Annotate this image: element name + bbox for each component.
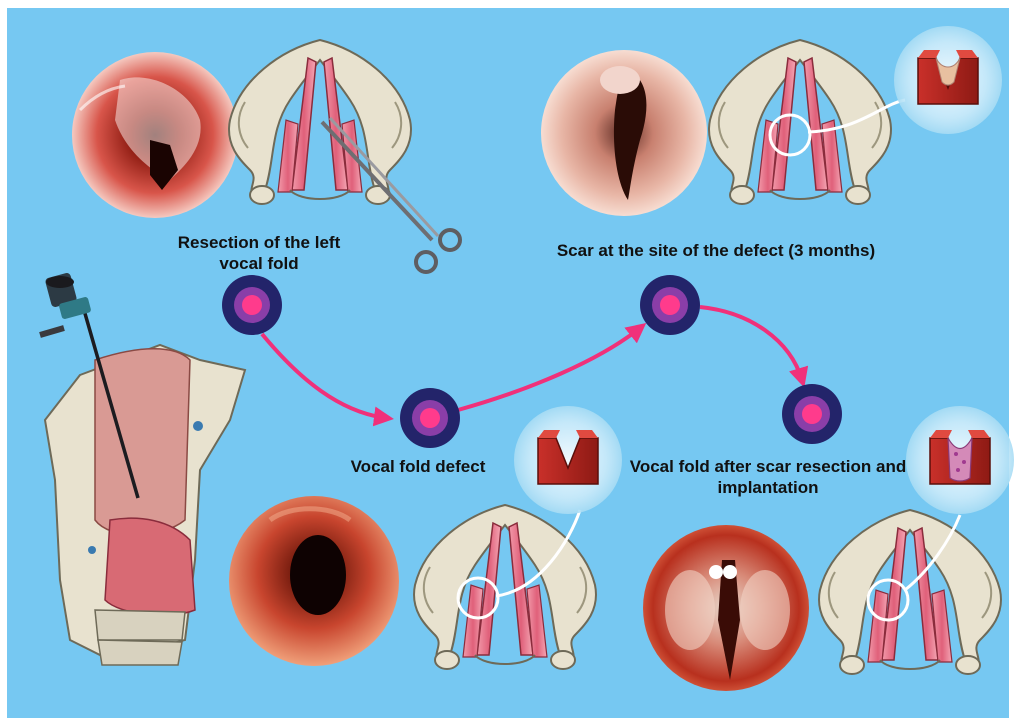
arrow-scar-to-implant [700, 307, 802, 380]
step-node-scar [640, 275, 700, 335]
step-label-scar: Scar at the site of the defect (3 months… [528, 240, 904, 261]
vocal-fold-anatomy-scar [709, 40, 891, 204]
zoom-bubble-scar [894, 26, 1002, 134]
endoscopy-image-resection [72, 52, 238, 218]
step-node-implant [782, 384, 842, 444]
arrow-resection-to-defect [262, 334, 386, 418]
larynx-anatomy-icon [45, 345, 245, 665]
zoom-bubble-defect [514, 406, 622, 514]
vocal-fold-anatomy-implant [819, 510, 1001, 674]
step-node-resection [222, 275, 282, 335]
endoscopy-image-defect [229, 496, 399, 666]
vocal-fold-anatomy-resection [229, 40, 411, 204]
step-label-defect: Vocal fold defect [333, 456, 503, 477]
endoscopy-image-scar [541, 50, 707, 216]
arrow-defect-to-scar [458, 328, 640, 410]
zoom-bubble-implant [906, 406, 1014, 514]
endoscopy-image-implant [643, 525, 809, 691]
vocal-fold-anatomy-defect [414, 505, 596, 669]
step-label-implant: Vocal fold after scar resection and impl… [626, 456, 910, 498]
step-label-resection: Resection of the left vocal fold [170, 232, 348, 274]
step-node-defect [400, 388, 460, 448]
